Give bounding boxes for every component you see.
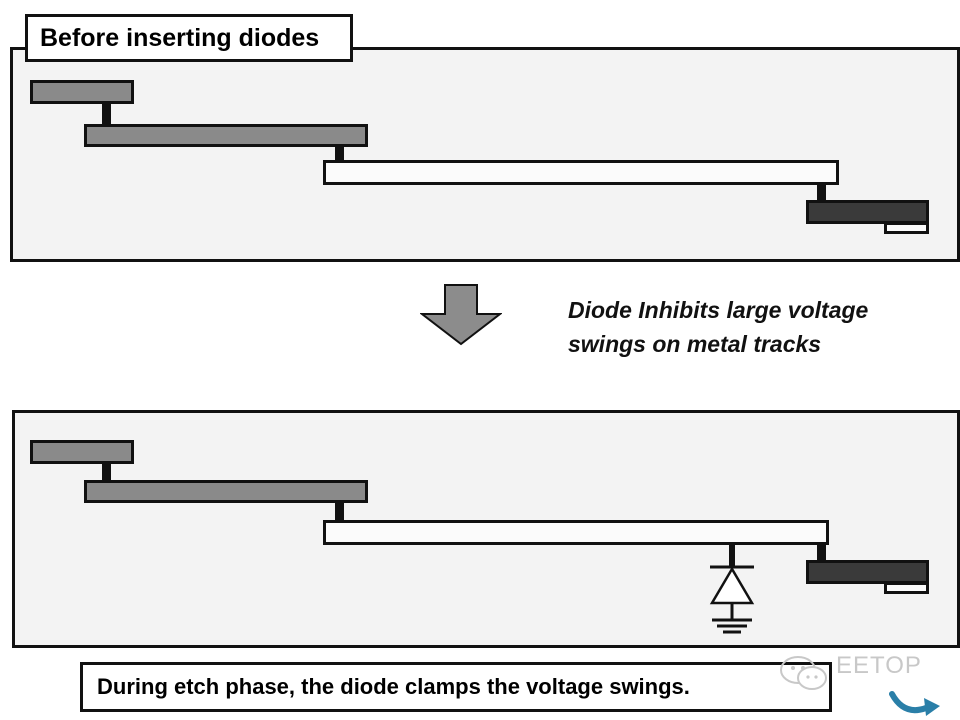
curved-arrow-icon [889, 691, 940, 716]
chat-bubbles-icon [780, 656, 827, 690]
via-2 [335, 502, 344, 522]
metal-track-1 [30, 440, 134, 464]
via-3 [817, 544, 826, 562]
metal-track-3 [323, 520, 829, 545]
metal-track-4 [806, 560, 929, 584]
via-1 [102, 103, 111, 126]
metal-track-4 [806, 200, 929, 224]
before-diodes-panel [10, 47, 960, 262]
metal-track-1 [30, 80, 134, 104]
metal-track-4-tab [884, 222, 929, 234]
diode-note: Diode Inhibits large voltage swings on m… [568, 293, 948, 361]
metal-track-4-tab [884, 582, 929, 594]
metal-track-2 [84, 124, 368, 147]
via-2 [335, 146, 344, 162]
eetop-watermark: EETOP [778, 648, 958, 720]
etch-phase-caption: During etch phase, the diode clamps the … [80, 662, 832, 712]
metal-track-2 [84, 480, 368, 503]
watermark-text: EETOP [836, 652, 922, 679]
metal-track-3 [323, 160, 839, 185]
before-diodes-title: Before inserting diodes [25, 14, 353, 62]
via-1 [102, 463, 111, 483]
diode-note-line-2: swings on metal tracks [568, 331, 822, 357]
diode-to-ground-icon [709, 542, 755, 634]
diode-note-line-1: Diode Inhibits large voltage [568, 297, 869, 323]
down-arrow-icon [420, 284, 502, 346]
via-3 [817, 184, 826, 202]
